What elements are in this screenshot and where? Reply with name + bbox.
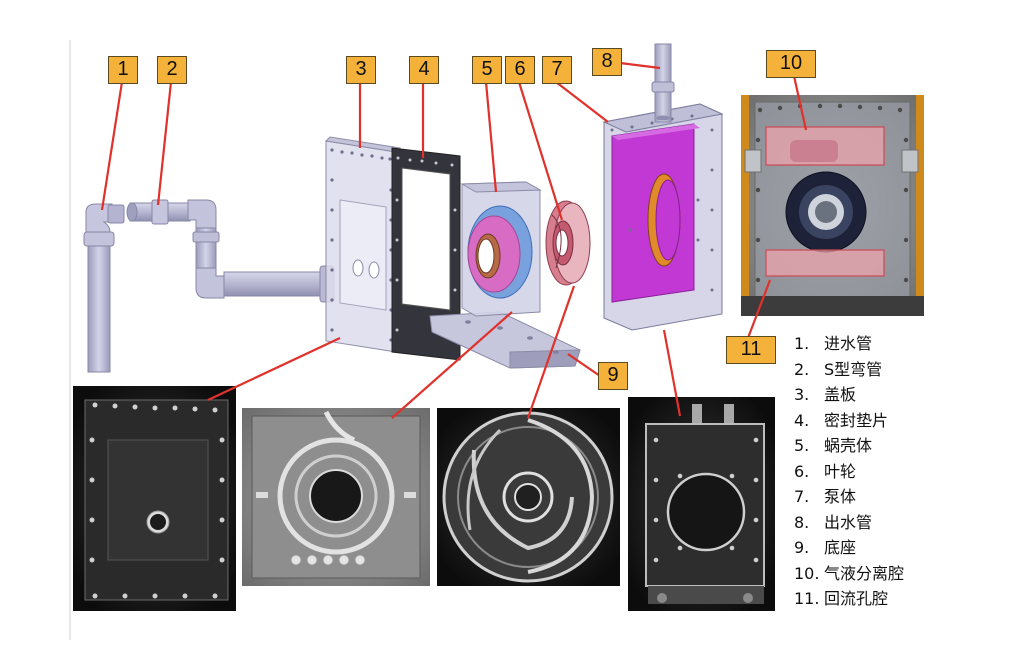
legend-item: 4.密封垫片 bbox=[794, 410, 889, 430]
impeller bbox=[545, 200, 591, 286]
photo-assembled-pump bbox=[741, 95, 924, 316]
inlet-pipe bbox=[83, 203, 125, 373]
legend-item: 6.叶轮 bbox=[794, 461, 857, 481]
legend-item: 10.气液分离腔 bbox=[794, 563, 905, 583]
leader-photo-volute bbox=[391, 311, 513, 419]
s-bend-pipe bbox=[126, 199, 335, 303]
leader-photo-pumpbody bbox=[662, 329, 682, 417]
cover-plate bbox=[324, 136, 402, 353]
legend-item: 2.S型弯管 bbox=[794, 359, 883, 379]
photo-pump-body bbox=[628, 397, 775, 611]
legend-item: 3.盖板 bbox=[794, 385, 857, 404]
base bbox=[429, 311, 581, 369]
legend-item: 9.底座 bbox=[794, 538, 857, 557]
gasket bbox=[391, 147, 461, 361]
callout-9: 9 bbox=[598, 362, 628, 390]
leader-7 bbox=[555, 81, 609, 123]
leader-1 bbox=[100, 81, 124, 211]
callout-6: 6 bbox=[505, 56, 535, 84]
leader-photo-impeller bbox=[526, 285, 576, 419]
leader-11 bbox=[746, 279, 772, 339]
photo-volute-casing bbox=[242, 408, 430, 586]
leader-8 bbox=[619, 61, 661, 70]
leader-5 bbox=[484, 81, 498, 193]
callout-11: 11 bbox=[726, 336, 776, 364]
legend-item: 5.蜗壳体 bbox=[794, 436, 873, 455]
legend-item: 11.回流孔腔 bbox=[794, 589, 889, 608]
leader-2 bbox=[156, 81, 173, 206]
callout-4: 4 bbox=[409, 56, 439, 84]
callout-2: 2 bbox=[157, 56, 187, 84]
leader-9 bbox=[567, 353, 601, 377]
legend-item: 1.进水管 bbox=[794, 334, 873, 353]
leader-6 bbox=[517, 81, 564, 221]
callout-1: 1 bbox=[108, 56, 138, 84]
callout-7: 7 bbox=[542, 56, 572, 84]
photo-impeller bbox=[437, 408, 620, 586]
callout-8: 8 bbox=[592, 48, 622, 76]
callout-5: 5 bbox=[472, 56, 502, 84]
legend-item: 8.出水管 bbox=[794, 512, 873, 532]
parts-legend: 1.进水管 2.S型弯管 3.盖板 4.密封垫片 5.蜗壳体 6.叶轮 7.泵体… bbox=[794, 331, 974, 612]
outlet-pipe bbox=[651, 43, 675, 123]
photo-cover-plate bbox=[73, 386, 236, 611]
volute-casing bbox=[460, 181, 542, 317]
legend-item: 7.泵体 bbox=[794, 487, 857, 506]
leader-photo-cover bbox=[207, 337, 341, 401]
pump-body bbox=[602, 103, 724, 331]
callout-10: 10 bbox=[766, 50, 816, 78]
leader-10 bbox=[792, 75, 808, 131]
leader-lines bbox=[100, 61, 808, 419]
callout-3: 3 bbox=[346, 56, 376, 84]
